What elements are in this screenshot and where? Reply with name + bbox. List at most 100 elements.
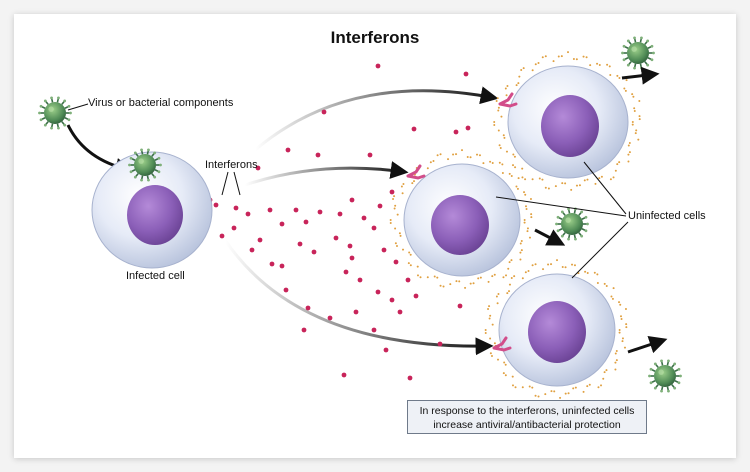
- protection-dot: [585, 56, 588, 59]
- protection-dot: [574, 386, 577, 389]
- protection-dot: [514, 386, 517, 389]
- protection-dot: [507, 267, 510, 270]
- protection-dot: [628, 151, 631, 154]
- interferon-particle: [361, 215, 367, 221]
- protection-dot: [559, 396, 562, 399]
- protection-dot: [439, 153, 442, 156]
- protection-dot: [433, 275, 436, 278]
- virus-label: Virus or bacterial components: [88, 97, 234, 109]
- protection-dot: [615, 359, 618, 362]
- protection-dot: [502, 276, 505, 279]
- protection-dot: [510, 174, 513, 177]
- protection-dot: [589, 64, 592, 67]
- protection-dot: [399, 234, 402, 237]
- interferon-particle: [383, 347, 389, 353]
- protection-dot: [505, 150, 508, 153]
- protection-dot: [623, 87, 626, 90]
- virus-icon: [128, 148, 162, 182]
- protection-dot: [402, 248, 405, 251]
- protection-dot: [495, 295, 498, 298]
- protection-dot: [600, 175, 603, 178]
- protection-dot: [497, 292, 500, 295]
- repel-arrow-top: [621, 66, 660, 85]
- interferon-particle: [463, 71, 469, 77]
- interferon-particle: [267, 207, 273, 213]
- interferon-particle: [367, 152, 373, 158]
- protection-dot: [530, 213, 533, 216]
- protection-dot: [638, 115, 641, 118]
- interferon-particle: [213, 202, 219, 208]
- virus-icon: [648, 359, 682, 393]
- protection-dot: [416, 265, 419, 268]
- interferon-particle: [255, 165, 261, 171]
- protection-dot: [510, 276, 513, 279]
- protection-dot: [528, 385, 531, 388]
- protection-dot: [572, 57, 575, 60]
- protection-dot: [508, 290, 511, 293]
- protection-dot: [477, 277, 480, 280]
- protection-dot: [628, 142, 631, 145]
- protection-dot: [554, 185, 557, 188]
- protection-dot: [519, 242, 522, 245]
- protection-dot: [609, 73, 612, 76]
- protection-dot: [550, 263, 553, 266]
- protection-dot: [523, 219, 526, 221]
- protection-dot: [616, 163, 619, 166]
- repel-arrow-middle: [534, 228, 566, 246]
- repel-arrow-bottom: [627, 336, 668, 354]
- protection-dot: [564, 392, 567, 395]
- protection-dot: [575, 184, 578, 187]
- interferon-particle: [231, 225, 237, 231]
- protection-dot: [511, 164, 514, 167]
- protection-dot: [452, 153, 455, 156]
- interferon-particle: [349, 197, 355, 203]
- protection-dot: [531, 69, 534, 72]
- interferon-particle: [389, 297, 395, 303]
- interferon-particle: [315, 152, 321, 158]
- protection-dot: [469, 156, 472, 159]
- protection-dot: [602, 377, 605, 380]
- protection-dot: [503, 136, 506, 139]
- protection-dot: [633, 110, 636, 113]
- protection-dot: [618, 76, 621, 79]
- protection-dot: [537, 395, 540, 398]
- protection-dot: [638, 100, 641, 103]
- protection-dot: [524, 178, 527, 181]
- protection-dot: [488, 305, 491, 308]
- interferons-leader-line: [221, 171, 229, 196]
- protection-dot: [520, 249, 523, 252]
- protection-dot: [520, 240, 523, 243]
- protection-dot: [515, 84, 518, 87]
- protection-dot: [497, 129, 500, 132]
- protection-dot: [493, 124, 496, 127]
- protection-dot: [490, 355, 493, 358]
- protection-dot: [547, 187, 550, 190]
- protection-dot: [472, 282, 475, 285]
- protection-dot: [416, 274, 419, 277]
- interferon-particle: [341, 372, 347, 378]
- protection-dot: [627, 144, 630, 147]
- protection-note-line1: In response to the interferons, uninfect…: [419, 405, 635, 417]
- interferon-particle: [465, 125, 471, 131]
- protection-dot: [528, 236, 531, 239]
- virus-icon: [38, 96, 72, 130]
- protection-dot: [612, 287, 615, 290]
- protection-dot: [534, 394, 537, 397]
- protection-dot: [489, 352, 492, 355]
- protection-dot: [393, 207, 396, 210]
- protection-dot: [614, 169, 617, 172]
- interferon-particle: [343, 269, 349, 275]
- protection-dot: [489, 337, 492, 340]
- protection-dot: [522, 67, 525, 70]
- protection-dot: [575, 58, 578, 61]
- protection-dot: [611, 297, 614, 300]
- protection-dot: [458, 280, 461, 283]
- protection-dot: [513, 155, 516, 158]
- protection-dot: [625, 323, 628, 326]
- protection-dot: [493, 342, 496, 345]
- protection-halos: [389, 51, 641, 399]
- protection-dot: [493, 273, 496, 276]
- protection-dot: [508, 261, 511, 264]
- protection-dot: [541, 56, 544, 59]
